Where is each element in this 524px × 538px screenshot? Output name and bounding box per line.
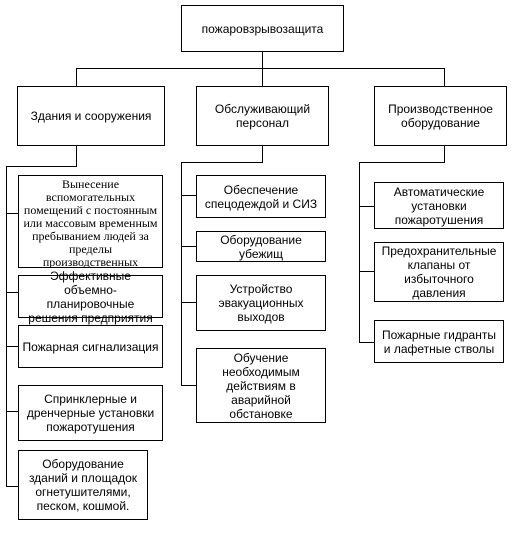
measure-box: Оборудование убежищ — [196, 231, 326, 262]
column-title: Обслуживающий персонал — [214, 102, 311, 130]
measure-box: Автоматические установки пожаротушения — [374, 182, 504, 229]
measure-label: Автоматические установки пожаротушения — [393, 184, 485, 227]
measure-label: Оборудование убежищ — [220, 232, 302, 261]
measure-label: Обеспечение спецодеждой и СИЗ — [204, 182, 318, 211]
measure-label: Эффективные объемно-планировочные решени… — [28, 268, 153, 325]
measure-box: Вынесение вспомогательных помещений с по… — [18, 175, 163, 268]
column-title: Здания и сооружения — [30, 109, 152, 123]
measure-box: Пожарные гидранты и лафетные стволы — [374, 320, 504, 363]
column-title: Производственное оборудование — [388, 102, 493, 130]
measure-label: Обучение необходимым действиям в аварийн… — [222, 350, 300, 421]
measure-label: Оборудование зданий и площадок огнетушит… — [28, 457, 138, 513]
measure-box: Устройство эвакуационных выходов — [196, 275, 326, 331]
measure-label: Пожарная сигнализация — [22, 339, 159, 354]
measure-box: Оборудование зданий и площадок огнетушит… — [18, 450, 148, 520]
measure-box: Обеспечение спецодеждой и СИЗ — [196, 175, 326, 218]
column-header-equipment: Производственное оборудование — [374, 86, 507, 146]
measure-label: Предохранительные клапаны от избыточного… — [381, 244, 497, 300]
measure-label: Вынесение вспомогательных помещений с по… — [23, 177, 158, 268]
column-header-personnel: Обслуживающий персонал — [196, 86, 329, 146]
measure-box: Пожарная сигнализация — [18, 325, 163, 368]
measure-box: Предохранительные клапаны от избыточного… — [374, 242, 504, 302]
measure-box: Обучение необходимым действиям в аварийн… — [196, 348, 326, 423]
measure-box: Эффективные объемно-планировочные решени… — [18, 269, 163, 325]
root-node: пожаровзрывозащита — [181, 5, 344, 52]
measure-label: Устройство эвакуационных выходов — [218, 282, 304, 324]
root-label: пожаровзрывозащита — [201, 21, 324, 36]
column-header-buildings: Здания и сооружения — [17, 86, 165, 146]
measure-label: Спринклерные и дренчерные установки пожа… — [26, 392, 155, 434]
measure-label: Пожарные гидранты и лафетные стволы — [382, 327, 496, 356]
measure-box: Спринклерные и дренчерные установки пожа… — [18, 385, 163, 441]
